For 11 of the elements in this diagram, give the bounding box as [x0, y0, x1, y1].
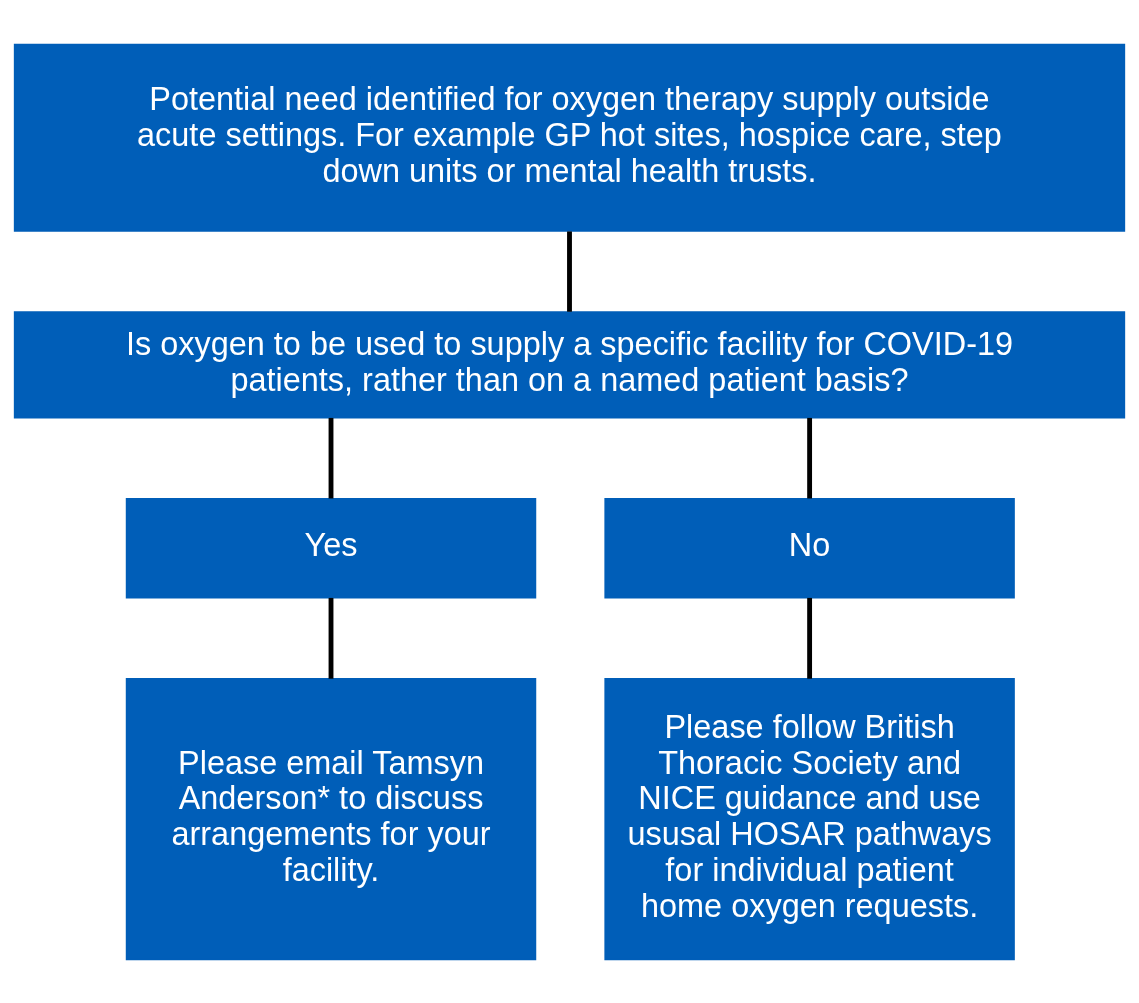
connector	[807, 597, 813, 679]
node-box: No	[604, 497, 1015, 599]
node-box: Yes	[125, 497, 537, 599]
connector	[328, 597, 334, 679]
connector	[567, 230, 572, 312]
connector	[328, 417, 334, 498]
node-box: Is oxygen to be used to supply a specific facility for COVID-19 patients, rather than on a named patient basis?	[13, 310, 1126, 418]
node-box: Please follow British Thoracic Society and NICE guidance and use ususal HOSAR pathways for individual patient home oxygen requests.	[604, 677, 1015, 960]
connector	[807, 417, 813, 498]
node-box: Please email Tamsyn Anderson* to discuss arrangements for your facility.	[125, 677, 537, 960]
node-box: Potential need identified for oxygen therapy supply outside acute settings. For example GP hot sites, hospice care, step down units or mental health trusts.	[13, 43, 1126, 232]
